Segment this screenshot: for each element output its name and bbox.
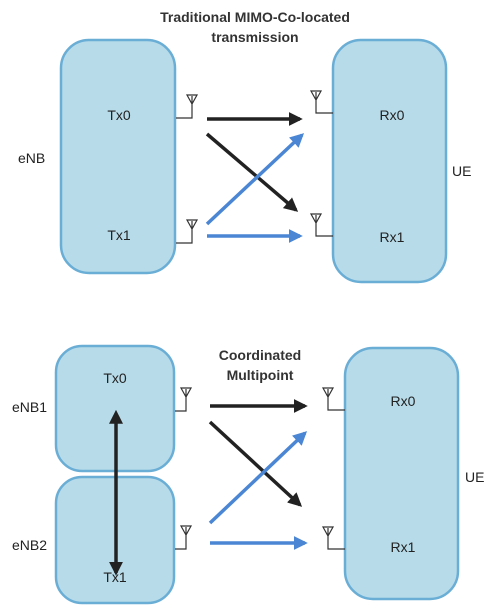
bottom-arrow-tx0-rx1 bbox=[208, 420, 303, 507]
top-tx0-antenna-icon bbox=[176, 94, 199, 119]
top-rx0-antenna-icon bbox=[309, 90, 333, 114]
bottom-ue-label: UE bbox=[465, 469, 484, 485]
top-enb-box bbox=[59, 38, 177, 275]
bottom-tx1-antenna-icon bbox=[175, 525, 193, 550]
bottom-ue-box bbox=[343, 346, 460, 601]
top-arrow-tx1-rx0 bbox=[205, 133, 305, 226]
bottom-enb1-label: eNB1 bbox=[12, 399, 47, 415]
top-ue-box bbox=[331, 38, 448, 284]
bottom-rx0-antenna-icon bbox=[321, 387, 345, 411]
bottom-diagram: Coordinated Multipoint eNB1 eNB2 UE Tx0 … bbox=[12, 344, 484, 605]
bottom-rx1-label: Rx1 bbox=[391, 539, 416, 555]
bottom-arrow-tx1-rx0 bbox=[208, 431, 308, 525]
top-rx0-label: Rx0 bbox=[380, 107, 405, 123]
top-tx1-label: Tx1 bbox=[107, 227, 131, 243]
top-ue-label: UE bbox=[452, 163, 471, 179]
top-rx1-antenna-icon bbox=[309, 213, 333, 237]
top-rx1-label: Rx1 bbox=[380, 229, 405, 245]
top-tx1-antenna-icon bbox=[176, 219, 199, 244]
bottom-rx0-label: Rx0 bbox=[391, 393, 416, 409]
top-arrow-tx0-rx1 bbox=[205, 132, 299, 212]
top-tx0-label: Tx0 bbox=[107, 107, 131, 123]
bottom-tx0-antenna-icon bbox=[175, 387, 193, 412]
top-diagram: Traditional MIMO-Co-located transmission… bbox=[18, 9, 471, 284]
top-enb-label: eNB bbox=[18, 150, 45, 166]
bottom-title-line1: Coordinated bbox=[219, 347, 301, 363]
bottom-rx1-antenna-icon bbox=[321, 526, 345, 550]
bottom-tx0-label: Tx0 bbox=[103, 370, 127, 386]
bottom-title-line2: Multipoint bbox=[227, 367, 294, 383]
top-title-line1: Traditional MIMO-Co-located bbox=[160, 9, 350, 25]
top-title-line2: transmission bbox=[211, 29, 298, 45]
bottom-enb2-label: eNB2 bbox=[12, 537, 47, 553]
